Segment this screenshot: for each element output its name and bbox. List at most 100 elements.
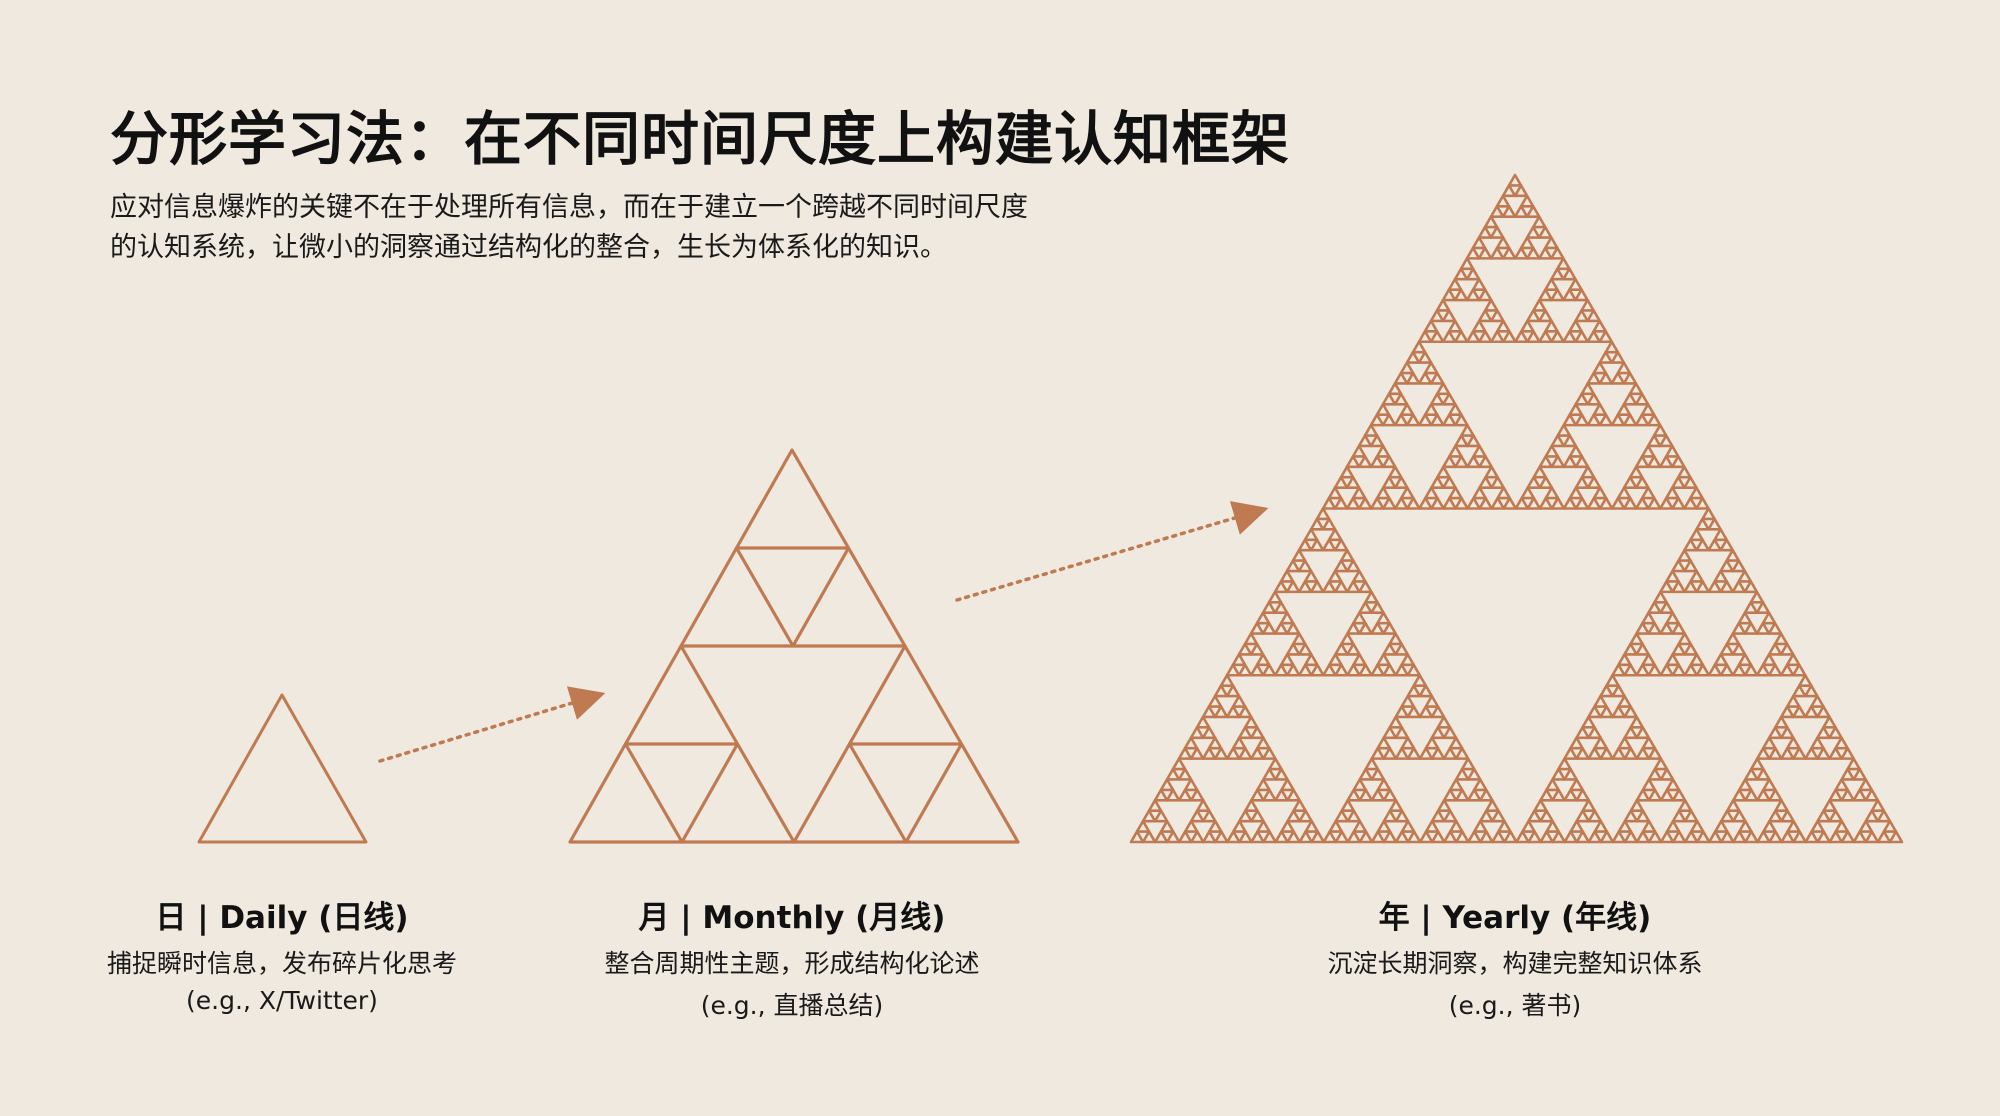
fractal-triangle	[1659, 496, 1674, 510]
fractal-triangle	[1749, 757, 1765, 771]
fractal-triangle	[1249, 746, 1265, 760]
fractal-triangle	[1370, 788, 1386, 802]
fractal-triangle	[1659, 621, 1674, 635]
fractal-triangle	[1352, 611, 1367, 625]
fractal-triangle	[1647, 767, 1663, 781]
fractal-triangle	[1417, 371, 1433, 385]
fractal-triangle	[1779, 642, 1795, 656]
fractal-triangle	[1436, 465, 1451, 479]
fractal-triangle	[1256, 778, 1271, 792]
fractal-triangle	[1249, 642, 1265, 656]
fractal-triangle	[1575, 726, 1590, 740]
fractal-triangle	[1580, 382, 1596, 396]
fractal-triangle	[1495, 236, 1511, 250]
fractal-triangle	[1334, 642, 1349, 656]
fractal-triangle	[1363, 423, 1379, 437]
fractal-triangle	[1345, 496, 1361, 510]
fractal-triangle	[1268, 757, 1283, 771]
fractal-triangle	[1791, 663, 1807, 677]
fractal-triangle	[1695, 663, 1711, 677]
fractal-triangle	[1387, 382, 1403, 396]
fractal-triangle	[1804, 830, 1819, 844]
fractal-triangle	[1147, 799, 1163, 813]
fractal-triangle	[1623, 642, 1638, 656]
fractal-triangle	[1286, 830, 1301, 844]
fractal-triangle	[1267, 590, 1283, 604]
fractal-triangle	[1466, 767, 1482, 781]
fractal-triangle	[1394, 642, 1409, 656]
fractal-triangle	[1471, 277, 1487, 291]
fractal-triangle	[1207, 694, 1223, 708]
fractal-triangle	[1255, 611, 1271, 625]
fractal-triangle	[1478, 788, 1494, 802]
fractal-triangle	[1213, 705, 1229, 719]
fractal-triangle	[1477, 288, 1493, 302]
fractal-triangle	[847, 644, 964, 746]
fractal-triangle	[1429, 392, 1445, 406]
fractal-triangle	[1394, 746, 1410, 760]
fractal-triangle	[1495, 194, 1511, 208]
fractal-triangle	[1527, 809, 1542, 823]
fractal-triangle	[1659, 788, 1675, 802]
fractal-triangle	[1658, 455, 1674, 469]
fractal-triangle	[1442, 455, 1457, 469]
fractal-triangle	[1683, 830, 1699, 844]
fractal-triangle	[1713, 528, 1728, 542]
fractal-triangle	[1599, 746, 1614, 760]
fractal-triangle	[1291, 548, 1307, 562]
fractal-triangle	[1256, 819, 1271, 833]
fractal-triangle	[1550, 267, 1565, 281]
fractal-triangle	[1737, 569, 1753, 583]
fractal-triangle	[1647, 746, 1663, 760]
fractal-triangle	[1417, 350, 1433, 364]
fractal-triangle	[1417, 330, 1433, 344]
fractal-triangle	[1472, 444, 1487, 458]
fractal-triangle	[1610, 496, 1626, 510]
fractal-triangle	[1279, 569, 1295, 583]
fractal-triangle	[1286, 788, 1301, 802]
fractal-triangle	[1297, 580, 1313, 594]
fractal-triangle	[1477, 330, 1493, 344]
fractal-triangle	[1635, 642, 1650, 656]
fractal-triangle	[1358, 621, 1373, 635]
fractal-triangle	[1477, 246, 1493, 260]
fractal-triangle	[1864, 809, 1880, 823]
fractal-triangle	[1689, 569, 1704, 583]
fractal-triangle	[1665, 819, 1681, 833]
fractal-triangle	[1497, 819, 1512, 833]
fractal-triangle	[1689, 486, 1704, 500]
fractal-triangle	[1352, 778, 1368, 792]
fractal-triangle	[1418, 496, 1433, 510]
fractal-triangle	[1550, 288, 1565, 302]
fractal-triangle	[1731, 663, 1747, 677]
fractal-triangle	[1779, 663, 1795, 677]
fractal-triangle	[1237, 663, 1253, 677]
fractal-triangle	[1634, 496, 1650, 510]
fractal-triangle	[1400, 819, 1416, 833]
fractal-triangle	[1635, 788, 1651, 802]
fractal-triangle	[1671, 663, 1687, 677]
fractal-triangle	[1303, 653, 1319, 667]
fractal-triangle	[1489, 204, 1505, 218]
fractal-triangle	[1382, 809, 1398, 823]
fractal-triangle	[1478, 496, 1493, 510]
fractal-triangle	[1327, 528, 1343, 542]
fractal-triangle	[1177, 788, 1193, 802]
fractal-triangle	[1731, 809, 1747, 823]
fractal-triangle	[1400, 653, 1416, 667]
fractal-triangle	[1683, 580, 1698, 594]
fractal-triangle	[1417, 413, 1433, 427]
fractal-triangle	[1731, 559, 1747, 573]
fractal-triangle	[1466, 496, 1481, 510]
fractal-triangle	[1785, 653, 1801, 667]
fractal-triangle	[1435, 382, 1451, 396]
fractal-triangle	[1399, 361, 1415, 375]
fractal-triangle	[1441, 309, 1457, 323]
fractal-triangle	[1587, 705, 1602, 719]
fractal-triangle	[1340, 799, 1356, 813]
fractal-triangle	[1671, 788, 1687, 802]
fractal-triangle	[1273, 621, 1289, 635]
fractal-triangle	[1743, 788, 1759, 802]
fractal-triangle	[1574, 392, 1590, 406]
fractal-triangle	[1658, 434, 1674, 448]
